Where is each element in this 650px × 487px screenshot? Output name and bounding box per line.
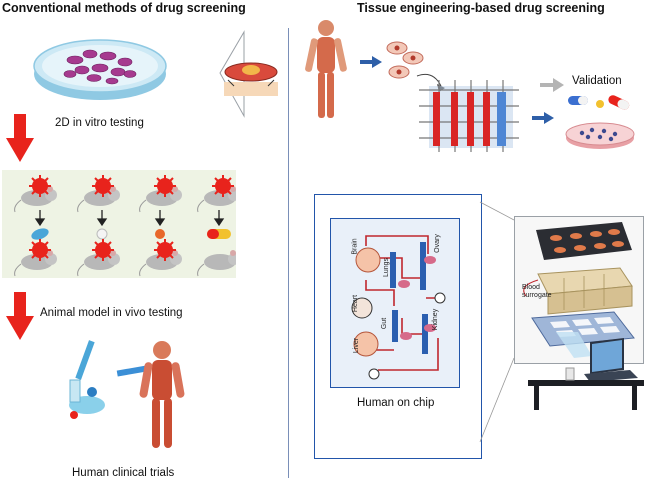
down-arrow-icon — [6, 114, 34, 162]
blood-surrogate-label: Blood surrogate — [522, 284, 552, 299]
left-title: Conventional methods of drug screening — [2, 1, 246, 15]
chip-caption: Human on chip — [357, 397, 435, 409]
validation-dish-illustration — [565, 95, 635, 149]
right-arrow-icon — [540, 78, 564, 92]
cell-cross-section — [224, 62, 278, 96]
organ-label-heart: Heart — [352, 294, 360, 313]
isolated-cells — [386, 41, 424, 79]
down-arrow-icon — [6, 292, 34, 340]
organ-label-gut: Gut — [381, 317, 389, 330]
step3-caption: Human clinical trials — [72, 467, 175, 479]
right-arrow-icon — [360, 56, 382, 68]
organ-label-brain: Brain — [351, 238, 359, 255]
right-title: Tissue engineering-based drug screening — [357, 1, 605, 15]
scaffold-illustration — [416, 73, 519, 152]
step2-caption: Animal model in vivo testing — [40, 307, 183, 319]
organ-label-liver: Liver — [353, 337, 361, 354]
right-arrow-icon — [532, 112, 554, 124]
organ-label-kidney: Kidney — [432, 308, 440, 331]
chip-circuit — [351, 235, 446, 380]
organ-label-ovary: Ovary — [433, 234, 441, 253]
zoom-lines — [479, 201, 515, 443]
clinical-trials-illustration — [69, 340, 185, 448]
laptop-desk-illustration — [528, 332, 644, 410]
step1-caption: 2D in vitro testing — [55, 117, 144, 129]
validation-label: Validation — [572, 75, 622, 87]
organ-label-lungs: Lungs — [383, 257, 391, 278]
petri-dish-illustration — [33, 39, 167, 100]
animal-testing-illustration — [14, 174, 236, 277]
human-anatomy-figure — [305, 20, 347, 118]
section-divider — [288, 28, 289, 478]
